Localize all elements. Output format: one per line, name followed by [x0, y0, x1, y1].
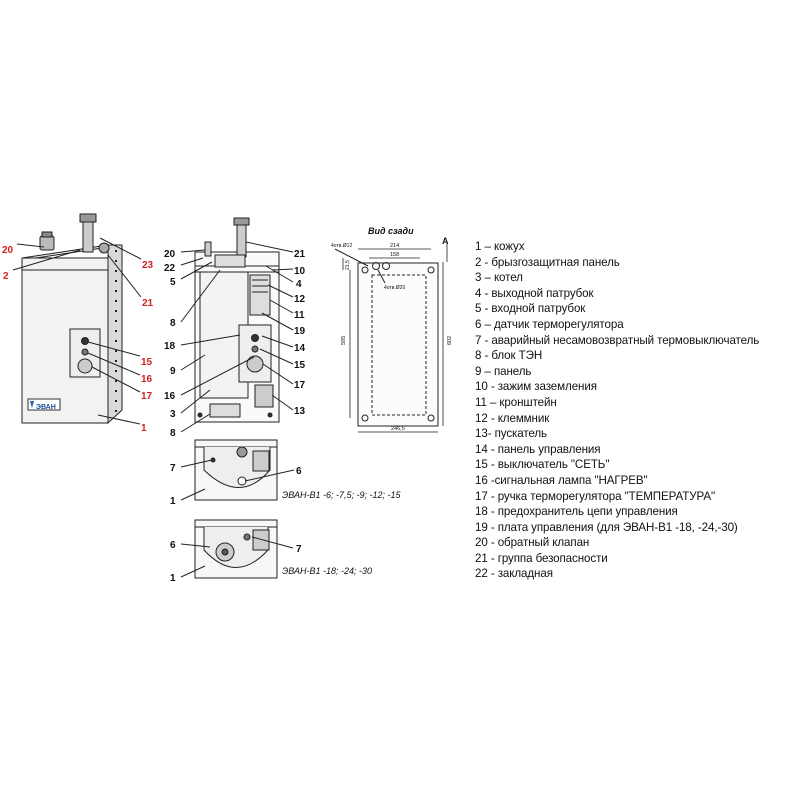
callout-small1-6: 6 — [296, 466, 302, 477]
legend-item: 5 - входной патрубок — [475, 302, 586, 316]
callout-inner-16: 16 — [164, 391, 176, 402]
caption-small-models: ЭВАН-В1 -6; -7,5; -9; -12; -15 — [282, 490, 401, 500]
legend-item: 4 - выходной патрубок — [475, 286, 594, 300]
legend-item: 16 -сигнальная лампа "НАГРЕВ" — [475, 473, 648, 487]
legend-item: 7 - аварийный несамовозвратный термовыкл… — [475, 333, 760, 347]
rear-view — [334, 242, 448, 433]
callout-inner-5: 5 — [170, 277, 176, 288]
callout-inner-19: 19 — [294, 326, 306, 337]
callout-inner-18: 18 — [164, 341, 176, 352]
callout-front-20: 20 — [2, 245, 14, 256]
callout-small2-7: 7 — [296, 544, 302, 555]
dim-hole-pipe: 4отв.Ø20 — [384, 285, 405, 291]
callout-inner-3: 3 — [170, 409, 176, 420]
legend-item: 3 – котел — [475, 271, 523, 285]
callout-inner-20: 20 — [164, 249, 176, 260]
legend-item: 12 - клеммник — [475, 411, 550, 425]
callout-inner-14: 14 — [294, 343, 306, 354]
boiler-inner-view — [180, 217, 294, 433]
legend-item: 10 - зажим заземления — [475, 380, 597, 394]
rear-view-title: Вид сзади — [368, 226, 414, 236]
callout-inner-8b: 8 — [170, 428, 176, 439]
legend-item: 17 - ручка терморегулятора "ТЕМПЕРАТУРА" — [475, 489, 715, 503]
callout-front-16: 16 — [141, 374, 153, 385]
callout-front-15: 15 — [141, 357, 153, 368]
callout-front-17: 17 — [141, 391, 153, 402]
dim-height-595: 595 — [341, 336, 347, 345]
callout-front-1: 1 — [141, 423, 147, 434]
callout-inner-9: 9 — [170, 366, 176, 377]
legend-item: 9 – панель — [475, 364, 532, 378]
dim-width-214: 214 — [390, 243, 399, 249]
legend-item: 18 - предохранитель цепи управления — [475, 505, 678, 519]
callout-small2-6: 6 — [170, 540, 176, 551]
callout-inner-11: 11 — [294, 310, 305, 321]
dim-height-602: 602 — [447, 336, 453, 345]
legend-item: 22 - закладная — [475, 567, 553, 581]
legend-item: 1 – кожух — [475, 240, 525, 253]
callout-front-23: 23 — [142, 260, 154, 271]
thermostat-knob-icon — [77, 358, 93, 374]
heating-lamp-icon — [81, 348, 89, 356]
callout-front-21: 21 — [142, 298, 154, 309]
legend-item: 20 - обратный клапан — [475, 536, 590, 550]
bottom-view-large-models — [180, 519, 294, 579]
legend-item: 2 - брызгозащитная панель — [475, 255, 620, 269]
callout-small1-7: 7 — [170, 463, 176, 474]
callout-inner-22: 22 — [164, 263, 176, 274]
legend-item: 13- пускатель — [475, 427, 547, 441]
callout-inner-13: 13 — [294, 406, 306, 417]
legend-item: 15 - выключатель "СЕТЬ" — [475, 458, 610, 472]
callout-front-2: 2 — [3, 271, 9, 282]
callout-inner-8a: 8 — [170, 318, 176, 329]
legend-item: 11 – кронштейн — [475, 395, 557, 409]
legend-item: 14 - панель управления — [475, 442, 601, 456]
callout-inner-17: 17 — [294, 380, 306, 391]
callout-small1-1: 1 — [170, 496, 176, 507]
evan-logo — [27, 398, 61, 411]
callout-inner-12: 12 — [294, 294, 306, 305]
callout-inner-10: 10 — [294, 266, 306, 277]
caption-large-models: ЭВАН-В1 -18; -24; -30 — [282, 566, 372, 576]
boiler-front-view — [12, 213, 142, 425]
legend-item: 6 – датчик терморегулятора — [475, 317, 624, 331]
legend-item: 19 - плата управления (для ЭВАН-В1 -18, … — [475, 520, 738, 534]
dim-width-2465: 246,5 — [391, 426, 405, 432]
bottom-view-small-models — [180, 439, 295, 501]
dim-hole-small: 4отв.Ø12 — [331, 243, 352, 249]
rear-view-letter-a: A — [442, 236, 449, 246]
dim-height-215: 21,5 — [345, 260, 351, 270]
parts-legend: 1 – кожух 2 - брызгозащитная панель 3 – … — [475, 239, 800, 582]
evan-logo-text: ЭВАН — [36, 404, 56, 411]
power-switch-icon — [81, 337, 89, 345]
callout-inner-15: 15 — [294, 360, 306, 371]
legend-item: 21 - группа безопасности — [475, 551, 608, 565]
callout-small2-1: 1 — [170, 573, 176, 584]
legend-item: 8 - блок ТЭН — [475, 349, 543, 363]
callout-inner-4: 4 — [296, 279, 302, 290]
dim-width-158: 158 — [390, 252, 399, 258]
callout-inner-21: 21 — [294, 249, 306, 260]
